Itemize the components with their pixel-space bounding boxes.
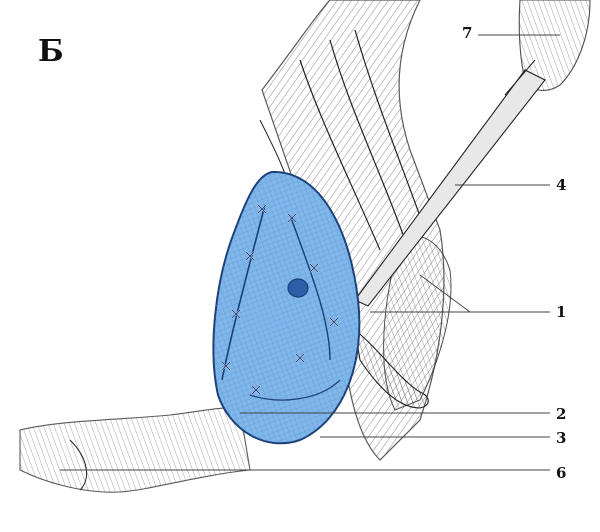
tissue-flap: [354, 328, 429, 409]
right-muscle-bundle: [383, 235, 452, 411]
lower-cord: [19, 407, 251, 493]
label-2: 2: [556, 405, 567, 423]
upper-structure: [518, 0, 591, 91]
retractor-instrument: [354, 59, 546, 307]
label-1: 1: [556, 303, 567, 321]
mesh-implant: [212, 170, 361, 445]
panel-letter: Б: [38, 34, 64, 69]
label-6: 6: [556, 464, 567, 482]
label-4: 4: [556, 176, 567, 194]
leader-line-1a: [419, 274, 471, 313]
leader-lines: [60, 34, 560, 471]
label-3: 3: [556, 429, 567, 447]
label-7: 7: [462, 24, 473, 42]
